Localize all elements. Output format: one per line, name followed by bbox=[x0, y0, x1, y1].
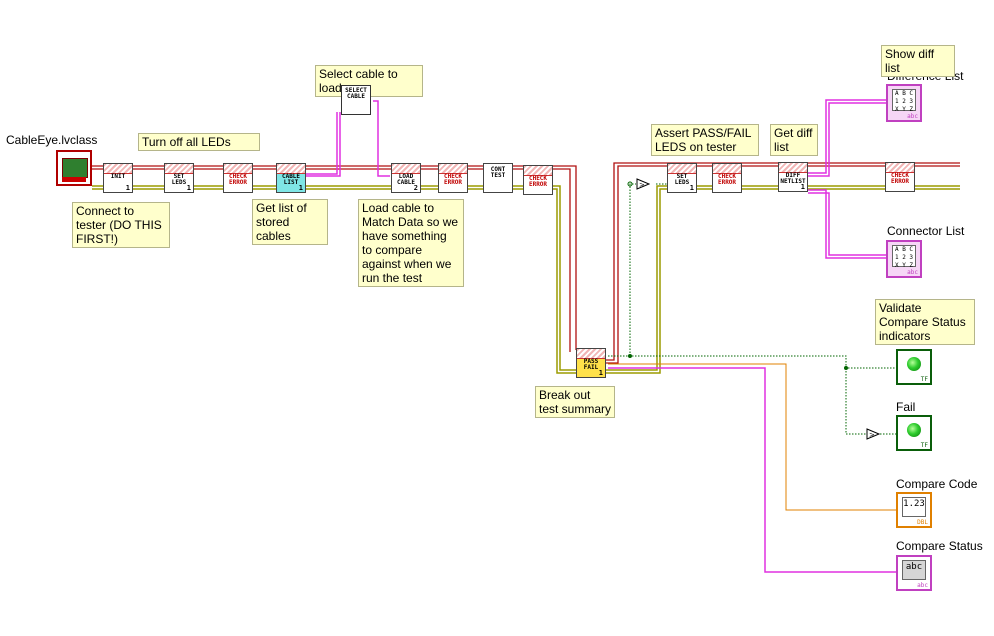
pass-fail-subvi[interactable]: PASS FAIL 1 bbox=[576, 348, 606, 378]
load-cable-subvi[interactable]: LOAD CABLE 2 bbox=[391, 163, 421, 193]
compare-code-label: Compare Code bbox=[896, 477, 978, 491]
note-show-diff[interactable]: Show diff list bbox=[881, 45, 955, 77]
boolean-wires[interactable] bbox=[608, 183, 898, 435]
diff-netlist-subvi[interactable]: DIFF NETLIST 1 bbox=[778, 162, 808, 192]
connector-list-label: Connector List bbox=[887, 224, 965, 238]
check-error-subvi[interactable]: CHECK ERROR bbox=[523, 165, 553, 195]
note-connect-tester[interactable]: Connect to tester (DO THIS FIRST!) bbox=[72, 202, 170, 248]
check-error-subvi[interactable]: CHECK ERROR bbox=[712, 163, 742, 193]
cont-test-subvi[interactable]: CONT TEST bbox=[483, 163, 513, 193]
check-error-subvi[interactable]: CHECK ERROR bbox=[438, 163, 468, 193]
class-label: CableEye.lvclass bbox=[6, 133, 98, 147]
note-validate-status[interactable]: Validate Compare Status indicators bbox=[875, 299, 975, 345]
class-tag-icon bbox=[62, 177, 86, 182]
note-turn-off-leds[interactable]: Turn off all LEDs bbox=[138, 133, 260, 151]
array-grid-icon: A B C 1 2 3 X Y Z bbox=[892, 89, 916, 113]
class-icon bbox=[62, 158, 88, 178]
fail-label: Fail bbox=[896, 400, 916, 414]
pass-indicator[interactable]: TF bbox=[896, 349, 932, 385]
greater-than-icon[interactable]: > bbox=[866, 428, 880, 440]
svg-text:>: > bbox=[639, 181, 645, 189]
cableeye-class-constant[interactable] bbox=[56, 150, 92, 186]
note-select-cable[interactable]: Select cable to load bbox=[315, 65, 423, 97]
greater-than-icon[interactable]: > bbox=[636, 178, 650, 190]
difference-list-indicator[interactable]: A B C 1 2 3 X Y Z abc bbox=[886, 84, 922, 122]
numeric-wire[interactable] bbox=[608, 363, 898, 511]
compare-code-indicator[interactable]: 1.23 DBL bbox=[896, 492, 932, 528]
set-leds-subvi[interactable]: SET LEDS 1 bbox=[164, 163, 194, 193]
led-icon bbox=[907, 357, 921, 371]
led-icon bbox=[907, 423, 921, 437]
note-get-cable-list[interactable]: Get list of stored cables bbox=[252, 199, 328, 245]
wire-junction bbox=[628, 354, 632, 358]
fail-indicator[interactable]: TF bbox=[896, 415, 932, 451]
set-leds-subvi[interactable]: SET LEDS 1 bbox=[667, 163, 697, 193]
string-wires[interactable] bbox=[306, 99, 898, 573]
wire-junction bbox=[844, 366, 848, 370]
note-assert-leds[interactable]: Assert PASS/FAIL LEDS on tester bbox=[651, 124, 759, 156]
compare-status-label: Compare Status bbox=[896, 539, 983, 553]
note-get-diff[interactable]: Get diff list bbox=[770, 124, 818, 156]
note-break-out[interactable]: Break out test summary bbox=[535, 386, 615, 418]
array-grid-icon: A B C 1 2 3 X Y Z bbox=[892, 245, 916, 269]
select-cable-subvi[interactable]: SELECT CABLE bbox=[341, 85, 371, 115]
init-subvi[interactable]: INIT 1 bbox=[103, 163, 133, 193]
check-error-subvi[interactable]: CHECK ERROR bbox=[223, 163, 253, 193]
wire-junction bbox=[627, 181, 633, 187]
error-wire[interactable] bbox=[92, 185, 960, 374]
connector-list-indicator[interactable]: A B C 1 2 3 X Y Z abc bbox=[886, 240, 922, 278]
check-error-subvi[interactable]: CHECK ERROR bbox=[885, 162, 915, 192]
note-load-cable[interactable]: Load cable to Match Data so we have some… bbox=[358, 199, 464, 287]
compare-status-indicator[interactable]: abc abc bbox=[896, 555, 932, 591]
cable-list-subvi[interactable]: CABLE LIST 1 bbox=[276, 163, 306, 193]
svg-text:>: > bbox=[869, 431, 875, 439]
